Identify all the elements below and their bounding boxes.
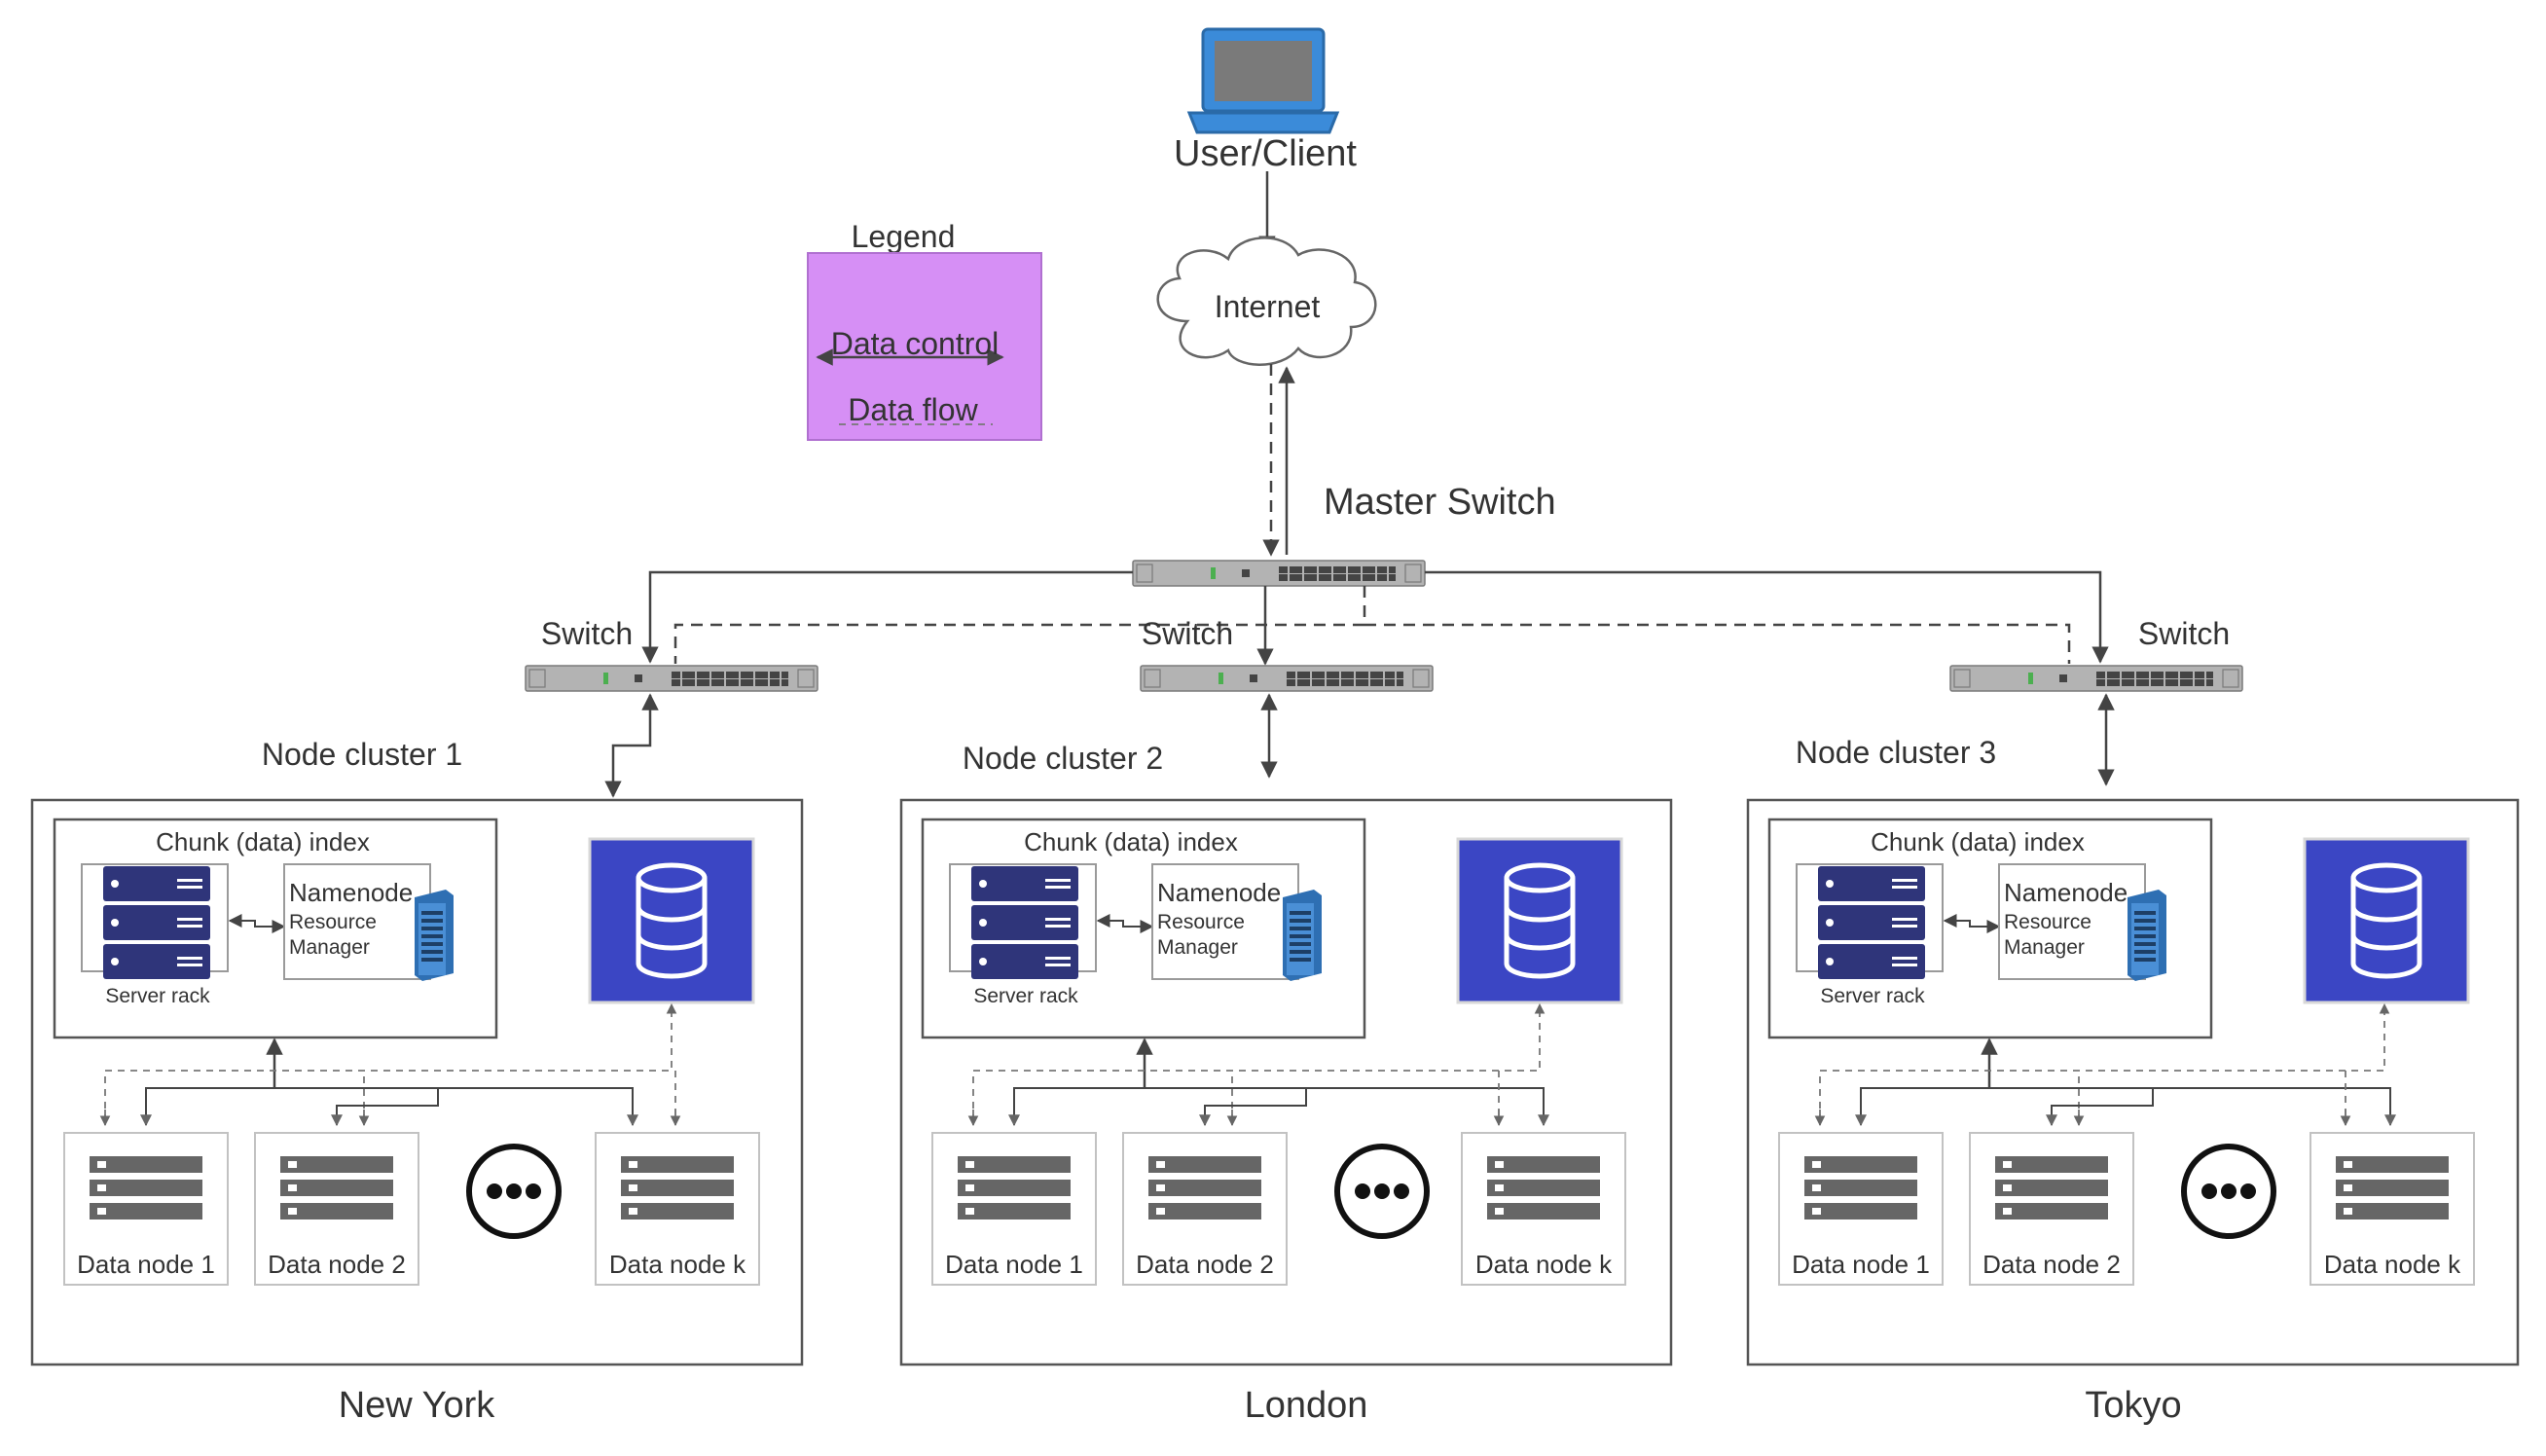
master-switch-icon: [1132, 560, 1426, 587]
cluster2-namenode-label: Namenode: [1157, 878, 1281, 907]
cluster3-index-title: Chunk (data) index: [1871, 827, 2085, 856]
cluster2-data-node-1: Data node 1: [931, 1132, 1097, 1286]
cluster3-namenode-server-icon: [2128, 890, 2166, 981]
cluster2-dataflow-bus: [972, 1002, 1546, 1121]
cluster1-data-node-2: Data node 2: [254, 1132, 419, 1286]
switch3-label: Switch: [2138, 616, 2230, 651]
cluster3-rack-namenode-link: [1943, 914, 2001, 933]
cluster3-data-node-2-icon: [1995, 1156, 2108, 1219]
master-switch1-dataflow: [673, 586, 1366, 664]
internet-cloud-icon: [1156, 237, 1377, 366]
cluster2-rm-line2: Manager: [1157, 936, 1238, 959]
cluster-3: Node cluster 3 Chunk (data) index Server…: [1746, 735, 2520, 1426]
cluster1-server-rack-icon: [103, 866, 210, 979]
cluster3-data-node-k-label: Data node k: [2324, 1250, 2461, 1279]
cluster2-more-nodes-icon: [1337, 1147, 1427, 1236]
cluster3-data-node-k-icon: [2336, 1156, 2449, 1219]
cluster1-data-node-k-icon: [621, 1156, 734, 1219]
switch1-icon: [525, 665, 818, 692]
legend-data-control: Data control: [831, 326, 1000, 361]
cluster1-data-node-1-label: Data node 1: [77, 1250, 215, 1279]
cluster-1: Node cluster 1 Chunk (data) index Server…: [30, 737, 804, 1426]
cluster1-more-nodes-icon: [469, 1147, 559, 1236]
cluster1-namenode-label: Namenode: [289, 878, 413, 907]
cluster1-server-rack-label: Server rack: [105, 985, 210, 1007]
cluster2-server-rack-icon: [971, 866, 1078, 979]
cluster3-data-node-k: Data node k: [2310, 1132, 2475, 1286]
cluster3-data-node-2-label: Data node 2: [1982, 1250, 2121, 1279]
cluster1-control-bus: [145, 1087, 634, 1121]
cluster1-rack-namenode-link: [228, 914, 286, 933]
cluster2-namenode-server-icon: [1283, 890, 1322, 981]
legend-title: Legend: [852, 219, 956, 254]
cluster1-dataflow-bus: [104, 1002, 677, 1121]
cluster3-database-icon: [2305, 839, 2468, 1002]
master-switch-label: Master Switch: [1324, 482, 1556, 523]
cluster3-dataflow-bus: [1819, 1002, 2390, 1121]
cluster2-data-node-2-icon: [1148, 1156, 1261, 1219]
cluster1-rm-line1: Resource: [289, 911, 377, 933]
cluster1-index-title: Chunk (data) index: [156, 827, 370, 856]
internet-label: Internet: [1215, 289, 1321, 324]
cluster1-data-node-2-label: Data node 2: [268, 1250, 406, 1279]
cluster3-namenode-box: [1998, 863, 2146, 980]
cluster2-rack-namenode-link: [1096, 914, 1154, 933]
cluster3-data-node-1-label: Data node 1: [1792, 1250, 1930, 1279]
cluster3-namenode-label: Namenode: [2004, 878, 2128, 907]
client-label: User/Client: [1174, 133, 1357, 174]
cluster1-location: New York: [339, 1385, 496, 1426]
cluster2-location: London: [1245, 1385, 1368, 1426]
cluster3-more-nodes-icon: [2184, 1147, 2273, 1236]
switch2-label: Switch: [1142, 616, 1233, 651]
cluster2-server-rack-label: Server rack: [973, 985, 1078, 1007]
cluster1-namenode-server-icon: [415, 890, 454, 981]
cluster2-control-bus: [1013, 1087, 1545, 1121]
cluster2-database-icon: [1458, 839, 1621, 1002]
cluster1-data-node-k-label: Data node k: [609, 1250, 746, 1279]
laptop-icon: [1186, 27, 1340, 134]
cluster1-data-node-2-icon: [280, 1156, 393, 1219]
cluster2-title: Node cluster 2: [963, 741, 1163, 776]
cluster1-title: Node cluster 1: [262, 737, 462, 772]
cluster2-data-node-k-label: Data node k: [1475, 1250, 1613, 1279]
cluster-2: Node cluster 2 Chunk (data) index Server…: [899, 741, 1673, 1426]
cluster3-server-rack-icon: [1818, 866, 1925, 979]
cluster3-rm-line2: Manager: [2004, 936, 2085, 959]
cluster3-location: Tokyo: [2085, 1385, 2181, 1426]
switch2-icon: [1140, 665, 1434, 692]
cluster2-data-node-2-label: Data node 2: [1136, 1250, 1274, 1279]
cluster2-data-node-2: Data node 2: [1122, 1132, 1288, 1286]
cluster2-namenode-box: [1151, 863, 1299, 980]
cluster3-data-node-1-icon: [1804, 1156, 1917, 1219]
switch1-cluster1-link: [604, 693, 659, 798]
cluster3-server-rack-label: Server rack: [1820, 985, 1925, 1007]
master-switch1-control: [641, 570, 1133, 664]
cluster2-data-node-k-icon: [1487, 1156, 1600, 1219]
cluster1-data-node-k: Data node k: [595, 1132, 760, 1286]
cluster2-rm-line1: Resource: [1157, 911, 1245, 933]
cluster3-rm-line1: Resource: [2004, 911, 2091, 933]
cluster2-index-title: Chunk (data) index: [1024, 827, 1238, 856]
cluster1-rm-line2: Manager: [289, 936, 370, 959]
cluster1-data-node-1: Data node 1: [63, 1132, 229, 1286]
cluster2-data-node-1-label: Data node 1: [945, 1250, 1083, 1279]
cluster3-data-node-1: Data node 1: [1778, 1132, 1944, 1286]
master-switch3-dataflow: [1364, 623, 2071, 664]
switch1-label: Switch: [541, 616, 633, 651]
legend-data-flow: Data flow: [848, 392, 978, 427]
cluster1-data-node-1-icon: [90, 1156, 202, 1219]
legend-box: [807, 252, 1042, 441]
cluster1-database-icon: [590, 839, 753, 1002]
switch3-icon: [1949, 665, 2243, 692]
cluster3-data-node-2: Data node 2: [1969, 1132, 2134, 1286]
cluster2-data-node-k: Data node k: [1461, 1132, 1626, 1286]
cluster3-control-bus: [1860, 1087, 2391, 1121]
cluster2-data-node-1-icon: [958, 1156, 1071, 1219]
master-switch3-control: [1425, 570, 2109, 664]
cluster3-title: Node cluster 3: [1796, 735, 1996, 770]
